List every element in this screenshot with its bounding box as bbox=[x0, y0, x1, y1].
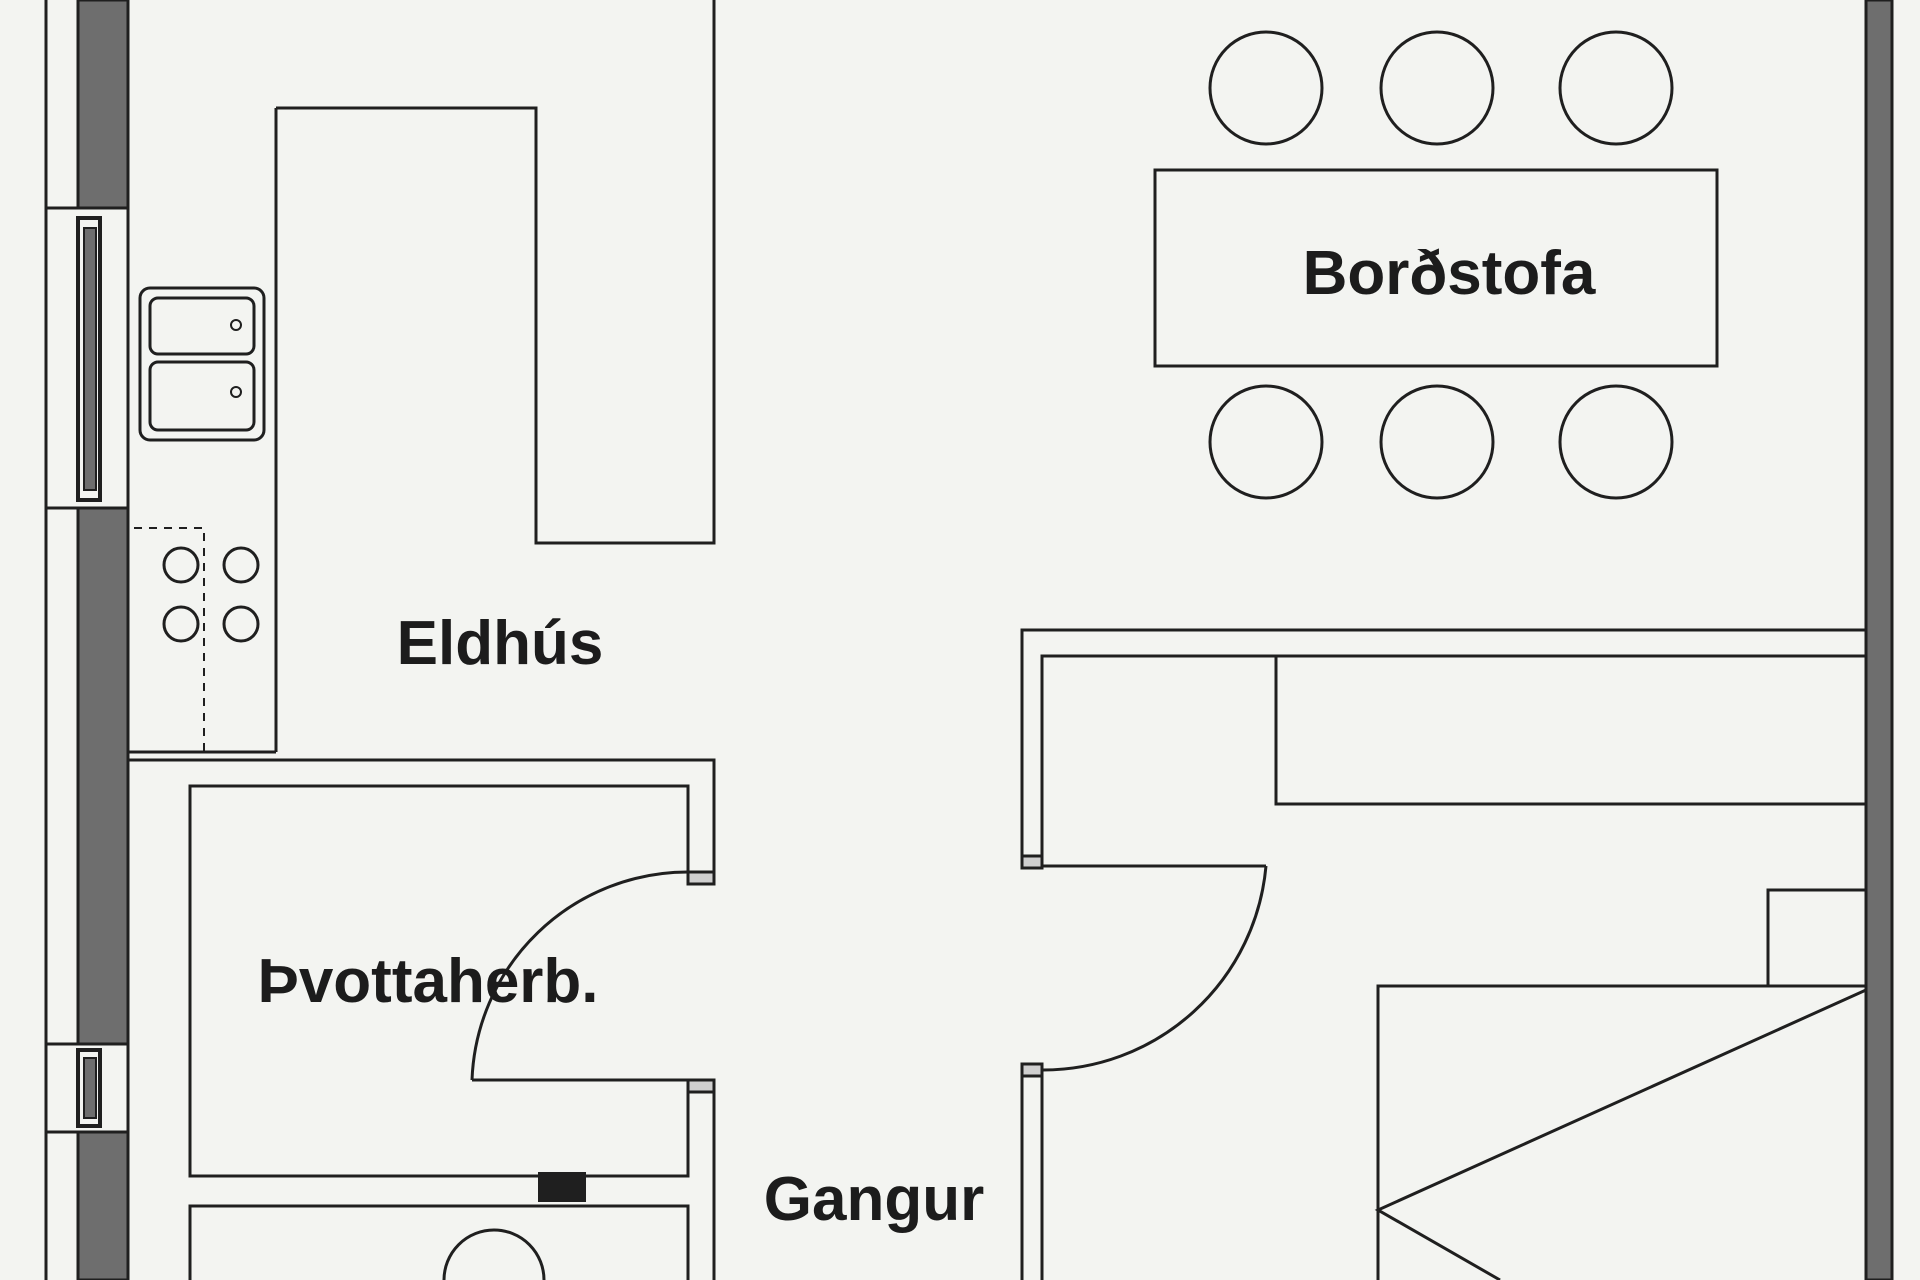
chair bbox=[1208, 384, 1324, 500]
chair bbox=[1558, 30, 1674, 146]
chair bbox=[1379, 384, 1495, 500]
chair bbox=[1558, 384, 1674, 500]
chair bbox=[1208, 30, 1324, 146]
chair bbox=[1379, 30, 1495, 146]
window-upper bbox=[44, 206, 130, 510]
toilet-icon bbox=[442, 1172, 586, 1280]
room-label-dining: Borðstofa bbox=[1303, 239, 1596, 308]
left-wall-segment bbox=[76, 1130, 130, 1280]
left-wall-segment bbox=[76, 506, 130, 1046]
door-laundry bbox=[470, 870, 716, 1094]
room-label-laundry: Þvottaherb. bbox=[257, 947, 598, 1016]
window-lower bbox=[44, 1042, 130, 1134]
room-label-hallway: Gangur bbox=[764, 1165, 984, 1234]
dining-chairs bbox=[1208, 30, 1674, 500]
dining-table bbox=[1153, 168, 1719, 368]
kitchen-counters bbox=[128, 0, 716, 754]
stove-icon bbox=[134, 527, 260, 752]
left-wall-segment bbox=[76, 0, 130, 210]
right-wall bbox=[1864, 0, 1894, 1280]
door-hallway bbox=[1020, 854, 1268, 1078]
room-label-kitchen: Eldhús bbox=[397, 609, 604, 678]
sink-icon bbox=[138, 286, 266, 442]
